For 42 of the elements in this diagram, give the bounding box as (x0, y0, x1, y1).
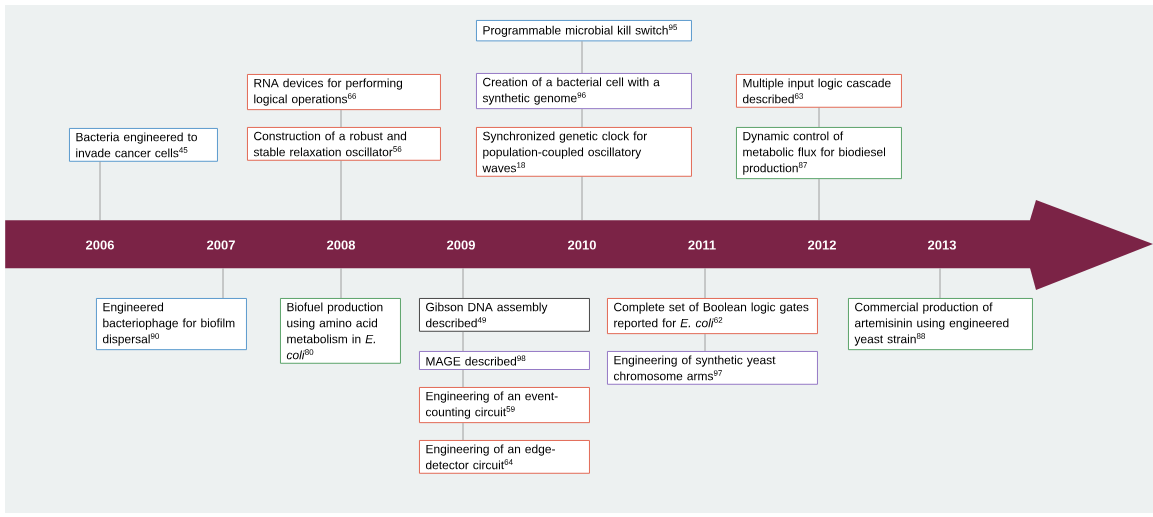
event-box: Gibson DNA assembly described$^{49}$ (419, 298, 590, 332)
connector-line (939, 268, 941, 299)
event-box: Engineering of synthetic yeast chromosome arms$^{97}$ (607, 351, 818, 385)
connector-line (704, 268, 706, 299)
year-label: 2012 (808, 240, 836, 250)
connector-line (581, 40, 583, 74)
connector-line (340, 160, 342, 221)
connector-line (818, 178, 820, 221)
event-box: Engineering of an edge-detector circuit$^{64}$ (419, 440, 590, 474)
event-box: Commercial production of artemisinin using engineered yeast strain$^{88}$ (848, 298, 1033, 351)
connector-line (99, 161, 101, 221)
connector-line (581, 108, 583, 128)
event-box: Creation of a bacterial cell with a synthetic genome$^{96}$ (476, 73, 692, 110)
connector-line (340, 109, 342, 128)
connector-line (704, 333, 706, 352)
year-label: 2011 (688, 240, 716, 250)
year-label: 2009 (447, 240, 475, 250)
event-box: RNA devices for performing logical operations$^{66}$ (247, 74, 441, 111)
connector-line (462, 331, 464, 352)
connector-line (340, 268, 342, 299)
event-box: Multiple input logic cascade described$^{63}$ (736, 74, 902, 108)
connector-line (462, 369, 464, 388)
year-label: 2008 (327, 240, 356, 250)
connector-line (581, 176, 583, 221)
event-box: Biofuel production using amino acid metabolism in E. coli$^{80}$ (280, 298, 401, 364)
year-label: 2010 (568, 240, 596, 250)
event-box: Construction of a robust and stable relaxation oscillator$^{56}$ (247, 127, 441, 161)
connector-line (818, 107, 820, 128)
event-box: Engineering of an event-counting circuit$^{59}$ (419, 387, 590, 424)
year-label: 2006 (86, 240, 114, 250)
event-box: Complete set of Boolean logic gates reported for E. coli$^{62}$ (607, 298, 818, 335)
connector-line (222, 268, 224, 299)
year-label: 2013 (928, 240, 956, 250)
event-box: Synchronized genetic clock for population-coupled oscillatory waves$^{18}$ (476, 127, 692, 177)
connector-line (462, 422, 464, 441)
event-box: MAGE described$^{98}$ (419, 351, 590, 370)
connector-line (462, 268, 464, 299)
event-box: Programmable microbial kill switch$^{95}$ (476, 20, 692, 42)
event-box: Engineered bacteriophage for biofilm dispersal$^{90}$ (96, 298, 247, 351)
year-label: 2007 (207, 240, 235, 250)
event-box: Dynamic control of metabolic flux for biodiesel production$^{87}$ (736, 127, 902, 180)
event-box: Bacteria engineered to invade cancer cells$^{45}$ (69, 128, 218, 162)
